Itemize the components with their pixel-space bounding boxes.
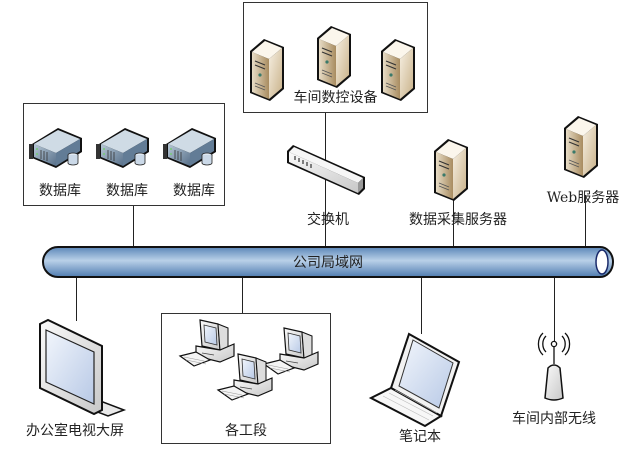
- database-label: 数据库: [39, 183, 81, 199]
- workstations-group[interactable]: 各工段: [161, 313, 331, 444]
- wireless-ap-node[interactable]: 车间内部无线: [498, 330, 610, 430]
- connector-data-collection-server: [453, 200, 454, 248]
- connector-web-server: [585, 195, 586, 248]
- tower-server-icon: [433, 138, 469, 202]
- laptop-node[interactable]: 笔记本: [365, 332, 475, 447]
- laptop-label: 笔记本: [399, 429, 441, 445]
- connector-workstations: [242, 276, 243, 314]
- rack-server-database-icon: [95, 127, 150, 169]
- cnc-equipment-label: 车间数控设备: [293, 90, 378, 106]
- web-server-node[interactable]: Web服务器: [540, 112, 626, 207]
- cnc-equipment-group[interactable]: 车间数控设备: [243, 2, 428, 113]
- network-switch-node[interactable]: 交换机: [283, 145, 373, 235]
- wireless-access-point-icon: [537, 332, 571, 401]
- network-switch-icon: [287, 145, 365, 195]
- rack-server-database-icon: [28, 127, 83, 169]
- desktop-pc-icon: [217, 353, 273, 401]
- database-label: 数据库: [106, 183, 148, 199]
- tower-server-icon: [316, 25, 352, 89]
- tower-server-icon: [563, 115, 599, 179]
- connector-database: [133, 205, 134, 248]
- lan-bus-label: 公司局域网: [293, 255, 363, 271]
- monitor-icon: [39, 318, 127, 417]
- switch-label: 交换机: [307, 212, 349, 228]
- database-group[interactable]: 数据库 数据库 数据库: [23, 103, 225, 206]
- rack-server-database-icon: [162, 127, 217, 169]
- connector-laptop: [421, 276, 422, 334]
- database-label: 数据库: [173, 183, 215, 199]
- laptop-icon: [368, 332, 461, 428]
- lan-bus-pipe: [42, 246, 614, 278]
- connector-office-tv: [76, 276, 77, 321]
- web-server-label: Web服务器: [546, 190, 620, 206]
- office-tv-label: 办公室电视大屏: [26, 423, 124, 439]
- office-tv-node[interactable]: 办公室电视大屏: [10, 318, 140, 443]
- data-collection-server-node[interactable]: 数据采集服务器: [398, 135, 518, 230]
- data-collection-server-label: 数据采集服务器: [409, 212, 507, 228]
- connector-wireless: [554, 276, 555, 344]
- lan-bus[interactable]: 公司局域网: [42, 246, 614, 278]
- wireless-label: 车间内部无线: [512, 411, 596, 427]
- workstations-label: 各工段: [225, 423, 267, 439]
